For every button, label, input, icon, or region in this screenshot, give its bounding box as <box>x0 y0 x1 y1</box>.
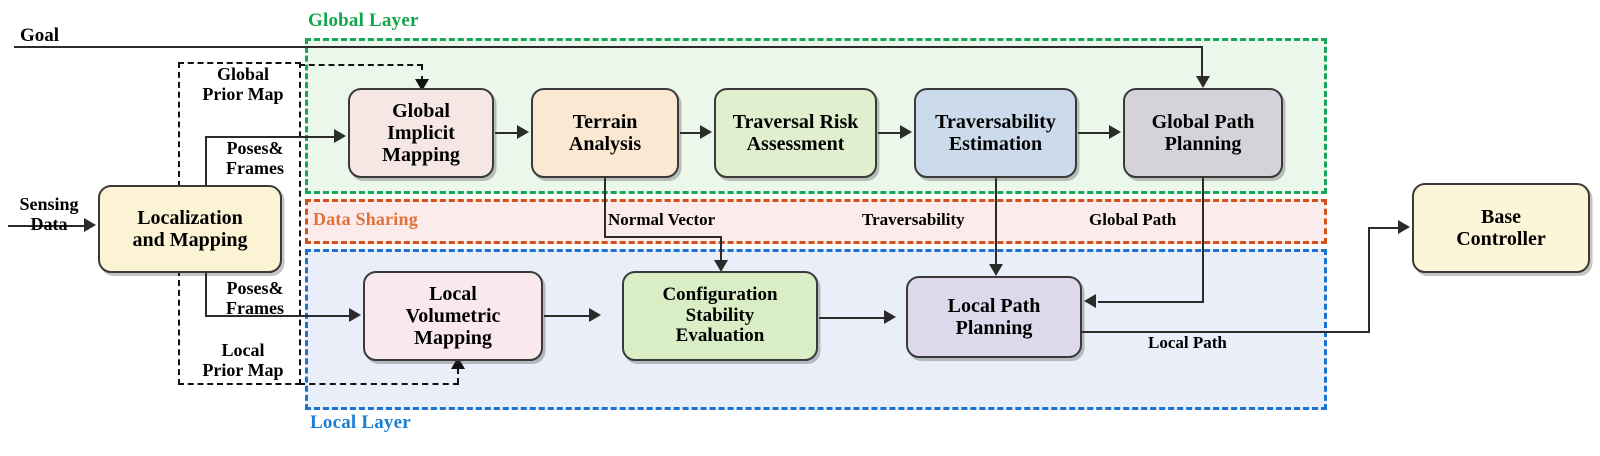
poses-frames-bottom-edge-vertical <box>205 270 208 317</box>
local-path-edge-to-base <box>1368 227 1400 230</box>
goal-edge-vertical <box>1201 46 1204 77</box>
global-path-label: Global Path <box>1089 210 1177 229</box>
normal-vector-edge-h <box>604 236 722 239</box>
box-traversability-estimation[interactable]: Traversability Estimation <box>914 88 1077 178</box>
poses-frames-bottom-label: Poses& Frames <box>226 278 284 319</box>
global-prior-map-label: Global Prior Map <box>202 64 284 105</box>
box-local-volumetric-mapping[interactable]: Local Volumetric Mapping <box>363 271 543 361</box>
traversability-to-gpp-arrowhead <box>1109 125 1121 139</box>
box-global-implicit-mapping[interactable]: Global Implicit Mapping <box>348 88 494 178</box>
normal-vector-arrowhead <box>714 260 728 272</box>
box-global-path-planning-label: Global Path Planning <box>1151 111 1255 155</box>
local-layer-label: Local Layer <box>310 412 411 433</box>
box-local-path-planning-label: Local Path Planning <box>947 295 1041 339</box>
global-prior-map-edge-horizontal <box>299 64 423 66</box>
gim-to-terrain-edge <box>495 132 519 135</box>
box-configuration-stability-evaluation[interactable]: Configuration Stability Evaluation <box>622 271 818 361</box>
box-base-controller[interactable]: Base Controller <box>1412 183 1590 273</box>
local-path-edge-vertical <box>1368 228 1371 333</box>
risk-to-traversability-arrowhead <box>900 125 912 139</box>
box-global-path-planning[interactable]: Global Path Planning <box>1123 88 1283 178</box>
lvm-to-cse-edge <box>544 315 591 318</box>
data-sharing-label: Data Sharing <box>313 209 418 229</box>
box-terrain-analysis[interactable]: Terrain Analysis <box>531 88 679 178</box>
box-local-path-planning[interactable]: Local Path Planning <box>906 276 1082 358</box>
box-terrain-analysis-label: Terrain Analysis <box>568 111 642 155</box>
box-traversability-estimation-label: Traversability Estimation <box>935 111 1056 155</box>
sensing-data-label: Sensing Data <box>19 194 79 235</box>
sensing-data-arrowhead <box>84 218 96 232</box>
global-path-arrowhead <box>1084 294 1096 308</box>
global-path-edge-horizontal <box>1098 301 1204 304</box>
box-traversal-risk-assessment[interactable]: Traversal Risk Assessment <box>714 88 877 178</box>
poses-frames-top-arrowhead <box>334 129 346 143</box>
poses-frames-top-edge-horizontal <box>205 136 336 139</box>
local-prior-map-label: Local Prior Map <box>202 340 284 381</box>
box-traversal-risk-assessment-label: Traversal Risk Assessment <box>732 111 859 155</box>
local-path-edge-horizontal <box>1082 331 1370 334</box>
box-localization-and-mapping-label: Localization and Mapping <box>132 207 248 251</box>
poses-frames-top-label: Poses& Frames <box>226 138 284 179</box>
normal-vector-edge-v1 <box>604 178 607 238</box>
goal-label: Goal <box>20 25 60 46</box>
lvm-to-cse-arrowhead <box>589 308 601 322</box>
risk-to-traversability-edge <box>878 132 902 135</box>
traversability-label: Traversability <box>862 210 965 229</box>
data-sharing-region <box>305 199 1327 244</box>
normal-vector-edge-v2 <box>720 236 723 262</box>
cse-to-lpp-edge <box>819 317 886 320</box>
goal-edge-horizontal <box>14 46 1203 49</box>
local-path-label: Local Path <box>1148 333 1227 352</box>
poses-frames-bottom-arrowhead <box>349 308 361 322</box>
global-prior-map-edge-vertical <box>421 64 423 82</box>
cse-to-lpp-arrowhead <box>884 310 896 324</box>
local-prior-map-edge-vertical <box>457 368 459 384</box>
box-base-controller-label: Base Controller <box>1456 206 1546 250</box>
traversability-to-gpp-edge <box>1078 132 1111 135</box>
box-global-implicit-mapping-label: Global Implicit Mapping <box>382 100 460 166</box>
box-localization-and-mapping[interactable]: Localization and Mapping <box>98 185 282 273</box>
prior-map-frame-right-edge <box>299 62 301 385</box>
box-configuration-stability-evaluation-label: Configuration Stability Evaluation <box>662 283 778 347</box>
normal-vector-label: Normal Vector <box>608 210 716 229</box>
gim-to-terrain-arrowhead <box>517 125 529 139</box>
poses-frames-bottom-edge-horizontal <box>205 315 351 318</box>
poses-frames-top-edge-vertical <box>205 138 208 188</box>
global-layer-label: Global Layer <box>308 10 419 31</box>
local-prior-map-edge-horizontal <box>299 383 459 385</box>
traversability-edge-vertical <box>995 178 998 266</box>
global-path-edge-vertical <box>1202 178 1205 303</box>
local-path-arrowhead <box>1398 220 1410 234</box>
sensing-data-edge <box>8 225 85 228</box>
traversability-arrowhead <box>989 264 1003 276</box>
box-local-volumetric-mapping-label: Local Volumetric Mapping <box>405 283 501 349</box>
terrain-to-risk-arrowhead <box>700 125 712 139</box>
terrain-to-risk-edge <box>680 132 702 135</box>
goal-edge-arrowhead <box>1196 76 1210 88</box>
